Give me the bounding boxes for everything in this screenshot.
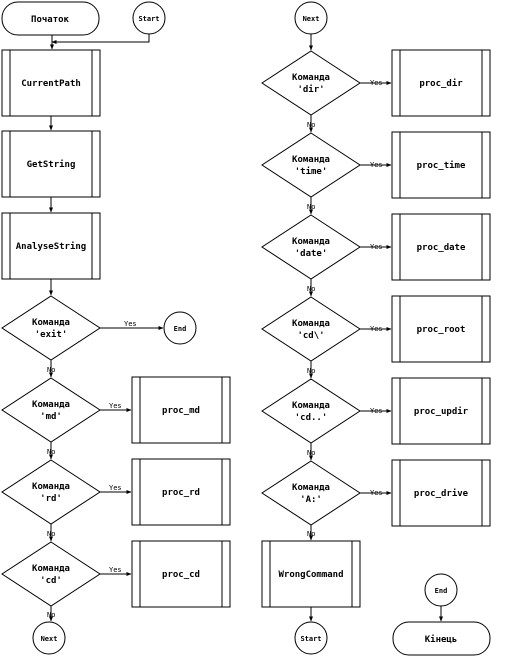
decision-exit-line1: Команда <box>32 318 70 328</box>
decision-cd-up-no: No <box>307 449 315 457</box>
process-getstring <box>1 130 101 198</box>
process-proc-drive-label: proc_drive <box>414 488 469 499</box>
process-currentpath-label: CurrentPath <box>21 79 81 89</box>
decision-rd-no: No <box>47 530 55 538</box>
decision-cd-up <box>261 378 361 444</box>
process-proc-drive <box>391 459 491 527</box>
process-analysestring <box>1 212 101 280</box>
decision-dir-yes: Yes <box>370 79 383 87</box>
end-terminal <box>392 621 491 656</box>
end-connector-left-label: End <box>174 325 187 333</box>
process-proc-md-label: proc_md <box>162 406 200 416</box>
decision-cd-no: No <box>47 611 55 619</box>
process-proc-root-label: proc_root <box>417 325 466 335</box>
end-connector-left <box>163 311 197 345</box>
decision-cd-yes: Yes <box>109 566 122 574</box>
start-connector-bottom-label: Start <box>300 635 321 643</box>
process-proc-dir-label: proc_dir <box>419 78 463 89</box>
decision-drive-yes: Yes <box>370 489 383 497</box>
start-terminal-label: Початок <box>31 15 70 25</box>
end-terminal-label: Кінець <box>425 634 458 645</box>
start-connector-bottom <box>294 621 328 655</box>
start-terminal <box>1 1 100 36</box>
decision-drive <box>261 460 361 526</box>
process-proc-time-label: proc_time <box>417 160 466 171</box>
decision-cd-root-no: No <box>307 367 315 375</box>
decision-rd <box>1 459 101 525</box>
process-proc-cd <box>131 540 231 608</box>
process-getstring-label: GetString <box>27 159 76 170</box>
process-proc-rd-label: proc_rd <box>162 488 200 498</box>
process-proc-root <box>391 295 491 363</box>
decision-cd-root-line2: 'cd\' <box>297 331 324 341</box>
decision-time-line1: Команда <box>292 155 330 165</box>
decision-rd-line1: Команда <box>32 482 70 492</box>
decision-md-line1: Команда <box>32 400 70 410</box>
next-connector-bottom-label: Next <box>41 635 58 643</box>
decision-cd-root-line1: Команда <box>292 319 330 329</box>
decision-dir-line1: Команда <box>292 73 330 83</box>
process-proc-date <box>391 213 491 281</box>
decision-exit-yes: Yes <box>124 320 137 328</box>
decision-exit-line2: 'exit' <box>35 329 68 340</box>
decision-date-line1: Команда <box>292 237 330 247</box>
decision-cd-root <box>261 296 361 362</box>
decision-cd-up-line2: 'cd..' <box>295 413 328 423</box>
decision-dir-no: No <box>307 121 315 129</box>
process-wrongcommand <box>261 540 361 608</box>
decision-date-yes: Yes <box>370 243 383 251</box>
decision-cd-line1: Команда <box>32 564 70 574</box>
process-proc-rd <box>131 458 231 526</box>
next-connector-bottom <box>32 621 66 655</box>
decision-drive-no: No <box>307 530 315 538</box>
next-connector-top-label: Next <box>303 15 320 23</box>
end-connector-right-label: End <box>435 587 448 595</box>
decision-cd-up-yes: Yes <box>370 407 383 415</box>
process-analysestring-label: AnalyseString <box>16 241 86 252</box>
decision-rd-line2: 'rd' <box>40 494 62 504</box>
decision-drive-line2: 'A:' <box>300 495 322 505</box>
decision-md <box>1 377 101 443</box>
process-proc-dir <box>391 49 491 117</box>
process-proc-md <box>131 376 231 444</box>
process-proc-date-label: proc_date <box>417 243 466 253</box>
process-proc-cd-label: proc_cd <box>162 570 200 580</box>
decision-exit-no: No <box>47 366 55 374</box>
decision-exit <box>1 295 101 361</box>
decision-date <box>261 214 361 280</box>
decision-drive-line1: Команда <box>292 483 330 493</box>
decision-time-yes: Yes <box>370 161 383 169</box>
decision-date-line2: 'date' <box>295 249 328 259</box>
decision-dir <box>261 50 361 116</box>
decision-md-line2: 'md' <box>40 412 62 422</box>
decision-cd-root-yes: Yes <box>370 325 383 333</box>
decision-md-no: No <box>47 448 55 456</box>
process-proc-updir <box>391 377 491 445</box>
decision-dir-line2: 'dir' <box>297 84 324 95</box>
decision-rd-yes: Yes <box>109 484 122 492</box>
decision-cd-line2: 'cd' <box>40 576 62 586</box>
start-connector-label: Start <box>138 15 159 23</box>
process-proc-updir-label: proc_updir <box>414 406 469 417</box>
decision-md-yes: Yes <box>109 402 122 410</box>
decision-time <box>261 132 361 198</box>
decision-time-no: No <box>307 203 315 211</box>
decision-cd-up-line1: Команда <box>292 401 330 411</box>
decision-date-no: No <box>307 285 315 293</box>
process-proc-time <box>391 131 491 199</box>
start-connector-arrow <box>51 34 150 44</box>
process-currentpath <box>1 49 101 117</box>
decision-cd <box>1 541 101 607</box>
process-wrongcommand-label: WrongCommand <box>278 570 343 580</box>
decision-time-line2: 'time' <box>295 166 328 177</box>
